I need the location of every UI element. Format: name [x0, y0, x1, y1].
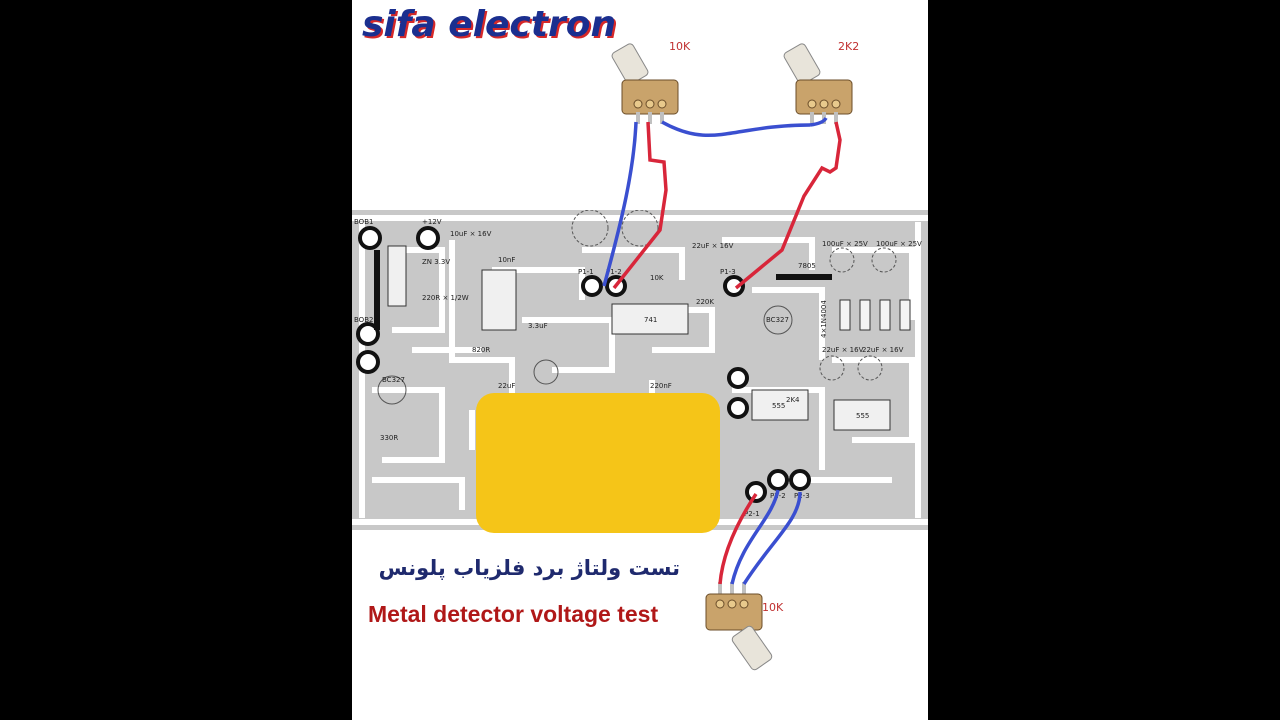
label-bob2: BOB2	[354, 316, 373, 324]
label-cap-22uf: 22uF × 16V	[692, 242, 734, 250]
yellow-cover-box	[476, 393, 720, 533]
title-persian: تست ولتاژ برد فلزیاب پلونس	[378, 556, 680, 580]
label-cap-33uf: 3.3uF	[528, 322, 548, 330]
screenshot-panel: sifa electron 10K 2K2 10K	[352, 0, 928, 720]
resistor-big	[387, 245, 407, 307]
label-res-330r: 330R	[380, 434, 398, 442]
label-plus12: +12V	[422, 218, 442, 226]
label-p2-1: P2-1	[744, 510, 760, 518]
ic-lf357	[481, 269, 517, 331]
reg-7805-body	[776, 274, 832, 280]
label-bob1: BOB1	[354, 218, 373, 226]
pot-bottom-label: 10K	[762, 601, 784, 614]
label-p1-2: P1-2	[606, 268, 622, 276]
label-p1-1: P1-1	[578, 268, 594, 276]
cap-large-a	[571, 210, 609, 247]
pad-p1-1	[581, 275, 603, 297]
cap-100uf-b	[871, 247, 897, 273]
wire-red	[612, 121, 842, 585]
label-cap-22uf-s: 22uF	[498, 382, 515, 390]
pad-p2-1	[745, 481, 767, 503]
brand-logo-text: sifa electron	[362, 4, 617, 45]
label-2k4: 2K4	[786, 396, 800, 404]
label-res-220r: 220R × 1/2W	[422, 294, 469, 302]
pad-plus12	[416, 226, 440, 250]
label-cap-10nf: 10nF	[498, 256, 515, 264]
label-cap-100uf-b: 100uF × 25V	[876, 240, 922, 248]
pcb-text-labels: +12V BOB1 BOB2 10uF × 16V ZN 3.3V 220R ×…	[354, 218, 922, 518]
diode-row	[839, 299, 911, 331]
label-bc327: BC327	[382, 376, 405, 384]
label-cap-100uf-a: 100uF × 25V	[822, 240, 868, 248]
label-cap-10uf: 10uF × 16V	[450, 230, 492, 238]
ic-741-body	[611, 303, 689, 335]
title-english: Metal detector voltage test	[368, 601, 659, 627]
label-diodes: 4×1N4004	[820, 300, 828, 338]
transistor-small	[533, 359, 559, 385]
pot-top-right-icon	[783, 43, 853, 124]
pcb-components	[356, 210, 911, 503]
pad-bob2	[356, 322, 380, 346]
label-ic-741: 741	[644, 316, 657, 324]
transistor-bc327	[377, 375, 407, 405]
label-p1-3: P1-3	[720, 268, 736, 276]
pad-bob1-a	[358, 226, 382, 250]
label-res-10k: 10K	[650, 274, 664, 282]
pot-bottom-icon	[705, 582, 773, 671]
pad-test-b	[727, 397, 749, 419]
label-ic-555: 555	[856, 412, 869, 420]
label-ic-555b: 555	[772, 402, 785, 410]
pad-p2-3	[789, 469, 811, 491]
cap-large-b	[621, 210, 659, 247]
label-p2-3: P2-3	[794, 492, 810, 500]
ic-555b-body	[751, 389, 809, 421]
pad-p1-3	[723, 275, 745, 297]
transistor-bc327b	[763, 305, 793, 335]
label-bc327b: BC327	[766, 316, 789, 324]
label-reg-7805: 7805	[798, 262, 816, 270]
wires-and-pots	[602, 43, 853, 671]
pot-top-left-icon	[611, 43, 679, 124]
cap-22uf-b	[819, 355, 845, 381]
cap-22uf-c	[857, 355, 883, 381]
label-zener: ZN 3.3V	[422, 258, 450, 266]
cap-100uf-a	[829, 247, 855, 273]
pot-top-left-label: 10K	[669, 40, 691, 53]
coil-bar	[374, 250, 380, 330]
label-res-820r: 820R	[472, 346, 490, 354]
label-res-220k: 220K	[696, 298, 714, 306]
wire-blue	[602, 117, 828, 585]
ic-555-body	[833, 399, 891, 431]
pad-test-a	[727, 367, 749, 389]
label-cap-220n: 220nF	[650, 382, 672, 390]
label-cap-22uf-b: 22uF × 16V	[822, 346, 864, 354]
label-cap-22uf-c: 22uF × 16V	[862, 346, 904, 354]
pad-gnd	[356, 350, 380, 374]
pot-top-right-label: 2K2	[838, 40, 860, 53]
pad-p2-2	[767, 469, 789, 491]
